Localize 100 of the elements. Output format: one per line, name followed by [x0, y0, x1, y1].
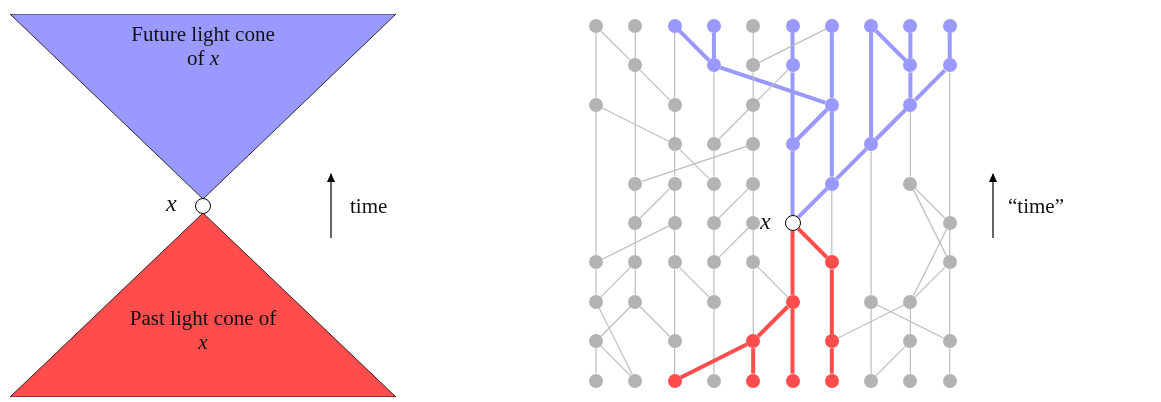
link-line — [674, 190, 676, 217]
link-line — [752, 32, 754, 59]
link-line — [601, 225, 669, 260]
event-dot — [785, 294, 800, 309]
event-dot — [903, 97, 918, 112]
link-line — [752, 268, 754, 335]
link-line — [829, 33, 834, 98]
event-dot — [824, 255, 839, 270]
link-line — [829, 111, 834, 177]
event-dot — [628, 255, 643, 270]
link-line — [595, 111, 597, 256]
link-line — [796, 187, 829, 219]
link-line — [713, 229, 715, 256]
link-line — [908, 33, 913, 59]
link-line — [875, 345, 907, 377]
link-line — [874, 29, 907, 62]
link-line — [639, 69, 671, 101]
link-line — [601, 107, 669, 142]
link-line — [711, 33, 716, 59]
event-dot — [785, 137, 800, 152]
light-cone-triangle — [10, 14, 396, 199]
cone-label: Future light cone of x — [130, 22, 276, 70]
event-dot — [667, 19, 682, 33]
link-line — [752, 150, 754, 178]
event-dot — [746, 216, 761, 230]
link-line — [790, 151, 795, 215]
event-dot — [589, 373, 603, 388]
event-dot — [746, 58, 761, 73]
event-dot — [746, 334, 761, 349]
event-dot — [628, 58, 643, 73]
event-dot — [706, 176, 721, 191]
link-line — [835, 147, 868, 181]
link-line — [600, 306, 631, 337]
link-line — [752, 190, 754, 217]
link-line — [908, 72, 913, 98]
link-line — [790, 72, 795, 138]
link-line — [634, 71, 636, 178]
event-dot — [706, 137, 721, 152]
link-line — [598, 307, 633, 375]
event-dot — [746, 137, 761, 152]
link-line — [641, 145, 748, 182]
event-dot — [667, 255, 682, 270]
event-dot — [824, 176, 839, 191]
link-line — [876, 304, 945, 339]
link-line — [674, 150, 676, 178]
link-line — [790, 308, 795, 374]
link-line — [796, 108, 829, 141]
link-line — [752, 229, 754, 256]
event-dot — [628, 294, 643, 309]
link-line — [757, 266, 789, 298]
link-line — [790, 33, 795, 59]
event-dot — [785, 19, 800, 33]
link-line — [909, 308, 911, 335]
event-dot — [589, 19, 603, 33]
link-line — [790, 231, 795, 295]
link-line — [634, 32, 636, 59]
link-line — [713, 268, 715, 296]
link-line — [829, 269, 834, 335]
event-dot — [903, 176, 918, 191]
link-line — [912, 189, 948, 257]
link-line — [947, 33, 952, 59]
event-dot — [864, 373, 879, 388]
link-line — [600, 345, 631, 377]
event-dot — [785, 373, 800, 388]
link-line — [914, 187, 946, 219]
link-line — [678, 29, 711, 62]
event-dot — [589, 294, 603, 309]
link-line — [719, 65, 826, 105]
event-dot — [942, 19, 957, 33]
link-line — [869, 33, 874, 138]
event-dot — [824, 19, 839, 33]
event-dot — [667, 176, 682, 191]
event-dot — [824, 334, 839, 349]
event-dot — [784, 215, 801, 231]
link-line — [718, 187, 749, 219]
event-dot — [667, 373, 682, 388]
event-dot — [628, 19, 643, 33]
event-dot — [667, 137, 682, 152]
event-dot — [824, 97, 839, 112]
event-dot — [746, 255, 761, 270]
link-line — [634, 190, 636, 217]
link-line — [674, 268, 676, 335]
event-dot — [667, 97, 682, 112]
event-dot — [903, 373, 918, 388]
event-dot — [746, 176, 761, 191]
event-dot — [864, 137, 879, 152]
link-line — [600, 266, 631, 298]
link-line — [829, 348, 834, 374]
event-dot — [589, 255, 603, 270]
link-line — [718, 109, 749, 140]
link-line — [752, 111, 754, 138]
link-line — [634, 268, 636, 296]
link-line — [713, 150, 715, 178]
link-line — [751, 348, 756, 374]
link-line — [870, 308, 872, 375]
link-line — [678, 266, 710, 298]
event-dot — [706, 216, 721, 230]
event-dot — [785, 58, 800, 73]
axis-label: “time” — [1008, 194, 1064, 219]
event-dot — [706, 19, 721, 33]
